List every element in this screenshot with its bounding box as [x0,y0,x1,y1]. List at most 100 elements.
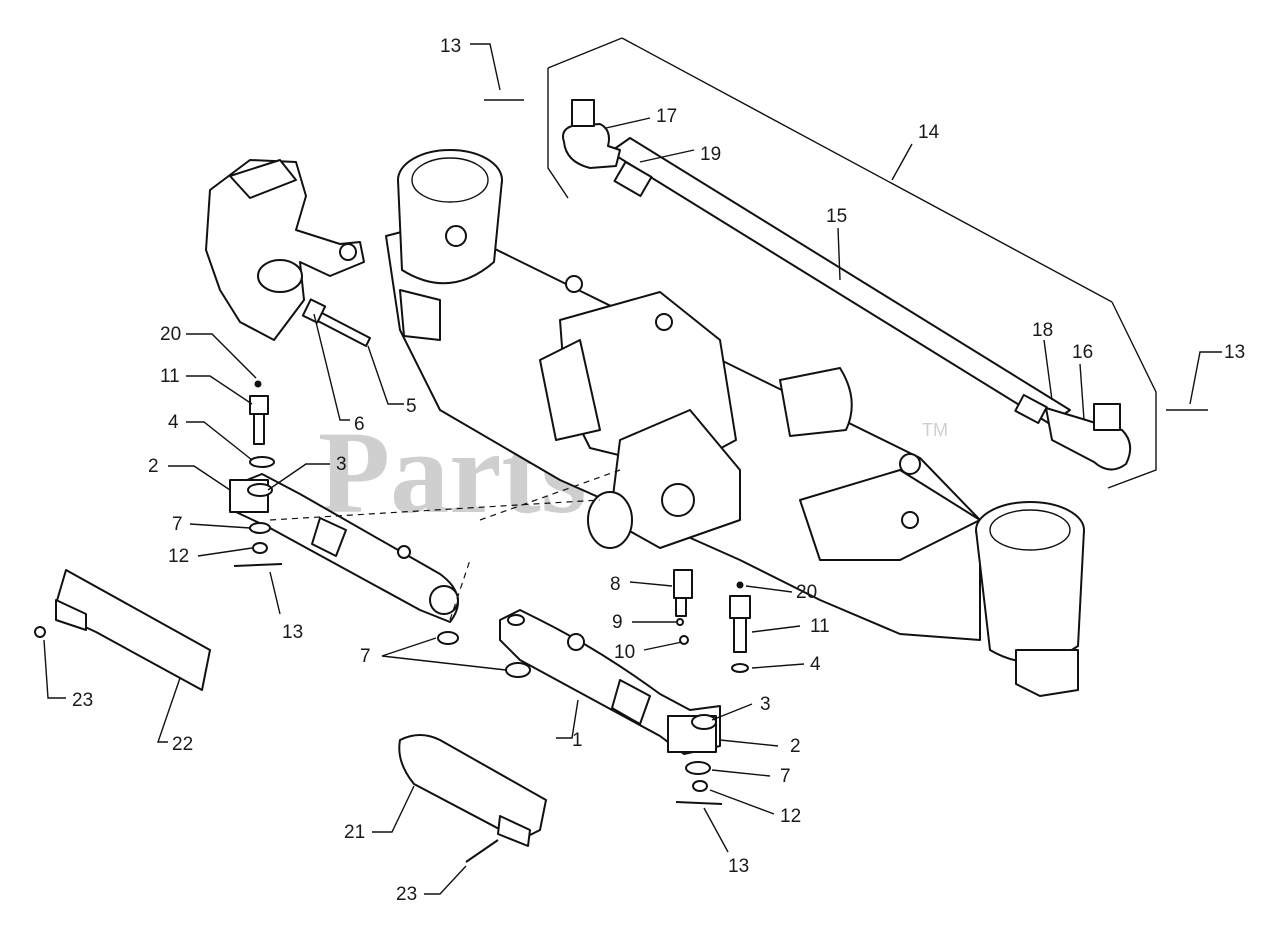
assembly-bracket-top [547,37,623,69]
leader-lines [43,43,1222,895]
pivot-bore [661,483,695,517]
callout-labels: 13 17 19 14 15 18 16 13 20 11 4 3 2 7 12… [72,36,1245,905]
callout-22: 22 [172,734,193,755]
axle-tube-left-band [311,517,347,557]
washer-7-right [685,761,711,775]
nut-12-right [692,780,708,792]
callout-23-left: 23 [72,690,93,711]
leader-13-left [269,571,281,615]
callout-13-bottom: 13 [728,856,749,877]
leader-2-left [168,465,231,491]
leader-5 [367,345,404,405]
callout-12-left: 12 [168,546,189,567]
pivot-boss [587,491,633,549]
shield-22-body [55,569,211,691]
leader-22 [157,677,181,743]
cotter-pin-13-left [233,563,283,567]
bolt-and-nut [301,298,371,347]
callout-4-left: 4 [168,412,179,433]
bolt-11-right [733,617,747,653]
callout-9: 9 [612,612,623,633]
assembly-bracket-diagonal [621,37,1113,303]
bushing-3-right [691,714,717,730]
housing-right-flange [799,469,981,561]
pin-8-shank [675,597,687,617]
callout-20-right: 20 [796,582,817,603]
axle-tube-left-hole [397,545,411,559]
leader-20-left [186,333,257,379]
leader-20-right [745,585,793,593]
nut-11-right [729,595,751,619]
nut-6 [301,298,327,324]
callout-3-right: 3 [760,694,771,715]
callout-7-right: 7 [780,766,791,787]
leader-7-b [381,655,507,671]
callout-18: 18 [1032,320,1053,341]
callout-7-left: 7 [172,514,183,535]
leader-4-left [186,421,253,461]
pin-8 [673,569,693,599]
assembly-bracket-right [1107,301,1157,489]
leader-2-right [719,739,779,747]
leader-7-right [711,769,771,777]
alignment-line-center [479,469,621,521]
tie-rod-assembly [484,37,1208,489]
axle-tube-center-boss [507,614,525,626]
jam-nut-right [1014,393,1048,425]
callout-5: 5 [406,396,417,417]
shield-21-tab [497,815,531,847]
callout-6: 6 [354,414,365,435]
bushing-3-left [247,483,273,497]
center-axle-part [437,469,721,755]
shield-22 [34,569,211,691]
bolt-11-left [253,413,265,445]
grease-fitting-20-right [736,581,744,589]
center-hardware [673,569,693,645]
housing-left-bore-inner [411,157,489,203]
grease-fitting-20-left [254,380,262,388]
callout-12-right: 12 [780,806,801,827]
callout-11-right: 11 [810,616,830,637]
callout-2-right: 2 [790,736,801,757]
leader-19 [639,149,695,163]
axle-tube-center-band [611,679,651,725]
nut-11-left [249,395,269,415]
left-hardware-stack [233,380,283,567]
housing-hole-5 [901,511,919,529]
leader-14 [891,143,913,181]
watermark-tm: TM [922,420,948,440]
callout-10: 10 [614,642,635,663]
leader-23-left [43,639,66,699]
callout-2-left: 2 [148,456,159,477]
jam-nut-left [613,160,653,198]
housing-right-bore-inner [989,509,1071,551]
differential-cover [539,339,601,441]
callout-7-pair: 7 [360,646,371,667]
axle-housing [385,149,1085,697]
housing-hole-1 [445,225,467,247]
callout-13-right: 13 [1224,342,1245,363]
leader-16 [1079,363,1085,421]
leader-3-left [267,463,330,491]
right-hardware-stack [675,581,751,805]
callout-16: 16 [1072,342,1093,363]
leader-15 [837,227,841,281]
tie-rod-shaft [609,137,1071,425]
spindle-bore [257,259,303,293]
washer-7-a [437,631,459,645]
leader-4-right [751,663,805,669]
leader-17 [605,117,651,129]
leader-10 [643,641,683,651]
callout-17: 17 [656,106,677,127]
screw-23-left [34,626,46,638]
nut-12-left [252,542,268,554]
leader-11-right [751,625,801,633]
housing-right-tube [779,367,853,437]
callout-20-left: 20 [160,324,181,345]
shield-22-tab [55,599,87,631]
axle-tube-left-bore [429,585,459,615]
alignment-line-left [269,499,601,521]
callout-4-right: 4 [810,654,821,675]
spindle-top [229,159,297,199]
